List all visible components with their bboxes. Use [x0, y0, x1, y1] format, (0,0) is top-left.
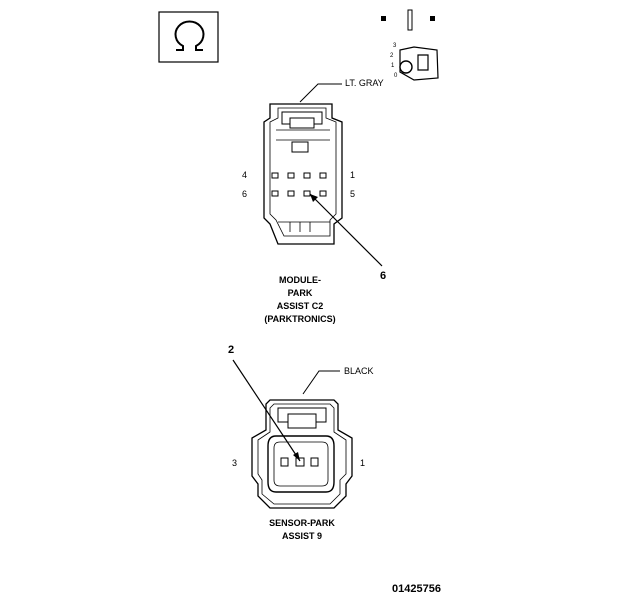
- c2-pin-label-4: 4: [242, 170, 248, 180]
- sensor-callout-number: 2: [228, 344, 235, 356]
- c2-caption: MODULE- PARK ASSIST C2 (PARKTRONICS): [240, 274, 360, 326]
- c2-caption-line-4: (PARKTRONICS): [264, 314, 336, 324]
- c2-pin-label-1: 1: [350, 170, 356, 180]
- locator-icon: [381, 9, 439, 81]
- sensor-park-assist-9-connector: [232, 359, 353, 509]
- sensor-pin-label-3: 3: [232, 458, 238, 468]
- key-number-0: 0: [394, 73, 398, 79]
- c2-caption-line-2: PARK: [287, 288, 313, 298]
- c2-pin-label-5: 5: [350, 189, 356, 199]
- sensor-wire-color-label: BLACK: [344, 366, 374, 376]
- sensor-caption-line-1: SENSOR-PARK: [269, 518, 335, 528]
- c2-callout-number: 6: [380, 270, 387, 282]
- key-number-2: 2: [390, 53, 394, 59]
- c2-caption-line-3: ASSIST C2: [276, 301, 324, 311]
- key-number-3: 3: [393, 43, 397, 49]
- sensor-pin-label-1: 1: [360, 458, 366, 468]
- c2-caption-line-1: MODULE-: [279, 275, 321, 285]
- c2-pin-label-6: 6: [242, 189, 248, 199]
- c2-wire-color-label: LT. GRAY: [345, 78, 384, 88]
- key-number-1: 1: [391, 63, 395, 69]
- omega-icon: [158, 11, 219, 63]
- sensor-caption: SENSOR-PARK ASSIST 9: [242, 517, 362, 543]
- image-number: 01425756: [392, 583, 441, 595]
- module-park-assist-c2-connector: [263, 83, 383, 267]
- sensor-caption-line-2: ASSIST 9: [281, 531, 322, 541]
